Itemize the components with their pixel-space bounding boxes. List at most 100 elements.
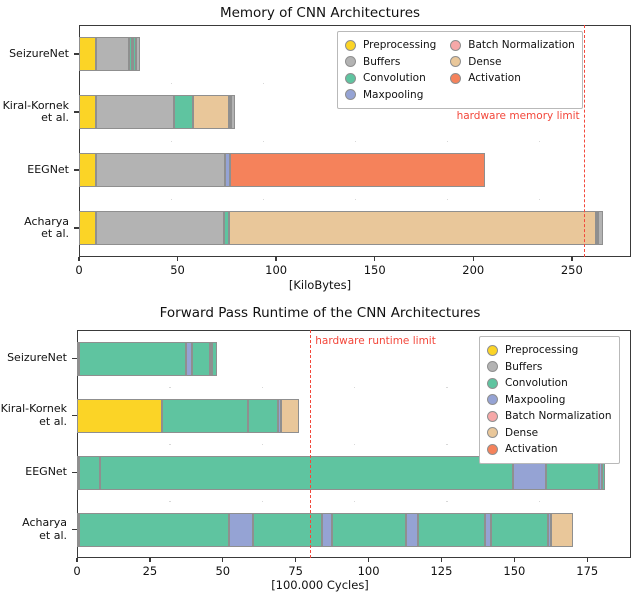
- row-separator-dot: [169, 444, 171, 446]
- xtick-mark: [374, 257, 376, 261]
- ytick-label-runtime-2: EEGNet: [25, 465, 67, 479]
- hardware-limit-line: [310, 330, 312, 558]
- xtick-label: 150: [503, 564, 526, 578]
- legend-label: Activation: [505, 443, 558, 456]
- legend-swatch-dense-icon: [450, 56, 462, 68]
- legend-entry-dense[interactable]: Dense: [450, 54, 575, 71]
- runtime-chart-title: Forward Pass Runtime of the CNN Architec…: [159, 305, 481, 321]
- legend-entry-batch_normalization[interactable]: Batch Normalization: [450, 37, 575, 54]
- bar-segment-convolution: [173, 95, 194, 129]
- bar-segment-convolution: [491, 512, 548, 547]
- xtick-mark: [275, 257, 277, 261]
- xtick-mark: [149, 558, 151, 562]
- row-separator-dot: [446, 444, 448, 446]
- xtick-mark: [294, 558, 297, 562]
- bar-runtime-1: [77, 398, 299, 433]
- ytick-mark: [72, 357, 77, 360]
- legend-label: Maxpooling: [363, 88, 424, 101]
- bar-runtime-2: [77, 455, 605, 490]
- bar-segment-batch_normalization: [228, 95, 231, 129]
- bar-memory-0: [79, 37, 141, 71]
- bar-runtime-3: [77, 512, 573, 547]
- row-separator-dot: [446, 387, 448, 389]
- bar-segment-convolution: [100, 455, 513, 490]
- ytick-mark: [74, 227, 79, 229]
- ytick-mark: [74, 169, 79, 171]
- legend-entry-maxpooling[interactable]: Maxpooling: [487, 392, 612, 409]
- legend-swatch-preprocessing-icon: [487, 344, 498, 356]
- bar-segment-maxpooling: [224, 153, 230, 187]
- row-separator-dot: [447, 199, 449, 201]
- legend-entry-activation[interactable]: Activation: [450, 70, 575, 87]
- legend-entry-maxpooling[interactable]: Maxpooling: [345, 87, 436, 104]
- row-separator-dot: [261, 387, 264, 389]
- legend-swatch-buffers-icon: [487, 361, 498, 373]
- bar-segment-dense: [193, 95, 229, 129]
- legend-label: Buffers: [505, 360, 543, 373]
- row-separator-dot: [171, 199, 173, 201]
- legend-swatch-activation-icon: [450, 72, 462, 84]
- hardware-limit-label: hardware runtime limit: [315, 335, 436, 347]
- legend-entry-batch_normalization[interactable]: Batch Normalization: [487, 408, 612, 425]
- bar-segment-convolution: [253, 512, 322, 547]
- bar-segment-preprocessing: [79, 37, 96, 71]
- bar-segment-convolution: [133, 37, 137, 71]
- legend-entry-activation[interactable]: Activation: [487, 441, 612, 458]
- row-separator-dot: [169, 387, 171, 389]
- bar-segment-buffers: [95, 95, 174, 129]
- xtick-mark: [472, 257, 474, 261]
- legend-swatch-activation-icon: [487, 443, 498, 455]
- ytick-label-memory-3: Acharya et al.: [24, 214, 69, 240]
- row-separator-dot: [539, 141, 541, 143]
- row-separator-dot: [354, 444, 356, 446]
- xtick-mark: [513, 558, 516, 562]
- row-separator-dot: [354, 387, 356, 389]
- xtick-mark: [586, 558, 588, 562]
- bar-segment-preprocessing: [77, 398, 162, 433]
- bar-segment-convolution: [79, 512, 229, 547]
- bar-segment-maxpooling: [209, 341, 212, 376]
- legend-entry-buffers[interactable]: Buffers: [487, 359, 612, 376]
- bar-segment-buffers: [230, 95, 235, 129]
- xtick-label: 100: [357, 564, 380, 578]
- legend-entry-dense[interactable]: Dense: [487, 425, 612, 442]
- row-separator-dot: [446, 501, 448, 503]
- xtick-mark: [222, 558, 224, 562]
- memory-xaxis-label: [KiloBytes]: [288, 278, 352, 292]
- legend-entry-preprocessing[interactable]: Preprocessing: [345, 37, 436, 54]
- bar-segment-convolution: [223, 211, 229, 245]
- legend-entry-preprocessing[interactable]: Preprocessing: [487, 342, 612, 359]
- legend-label: Convolution: [363, 72, 426, 85]
- xtick-mark: [367, 558, 370, 562]
- bar-segment-buffers: [136, 37, 141, 71]
- xtick-label: 50: [215, 564, 231, 578]
- xtick-mark: [78, 257, 80, 261]
- ytick-mark: [72, 528, 77, 531]
- bar-segment-convolution: [79, 341, 187, 376]
- legend-entry-convolution[interactable]: Convolution: [345, 70, 436, 87]
- legend-entry-convolution[interactable]: Convolution: [487, 375, 612, 392]
- legend-label: Preprocessing: [363, 39, 437, 52]
- legend-entry-buffers[interactable]: Buffers: [345, 54, 436, 71]
- bar-segment-batch_normalization: [595, 211, 599, 245]
- bar-segment-dense: [281, 398, 299, 433]
- row-separator-dot: [538, 501, 541, 503]
- legend-swatch-dense-icon: [487, 427, 498, 439]
- legend-swatch-batch_normalization-icon: [450, 39, 462, 51]
- legend-label: Preprocessing: [505, 344, 579, 357]
- xtick-mark: [440, 558, 443, 562]
- row-separator-dot: [263, 199, 265, 201]
- bar-segment-dense: [550, 512, 573, 547]
- ytick-mark: [72, 471, 77, 474]
- row-separator-dot: [169, 501, 171, 503]
- bar-segment-buffers: [95, 211, 224, 245]
- xtick-label: 125: [430, 564, 453, 578]
- legend-label: Batch Normalization: [505, 410, 612, 423]
- bar-runtime-0: [77, 341, 217, 376]
- bar-segment-preprocessing: [79, 211, 96, 245]
- memory-chart-title: Memory of CNN Architectures: [219, 5, 421, 21]
